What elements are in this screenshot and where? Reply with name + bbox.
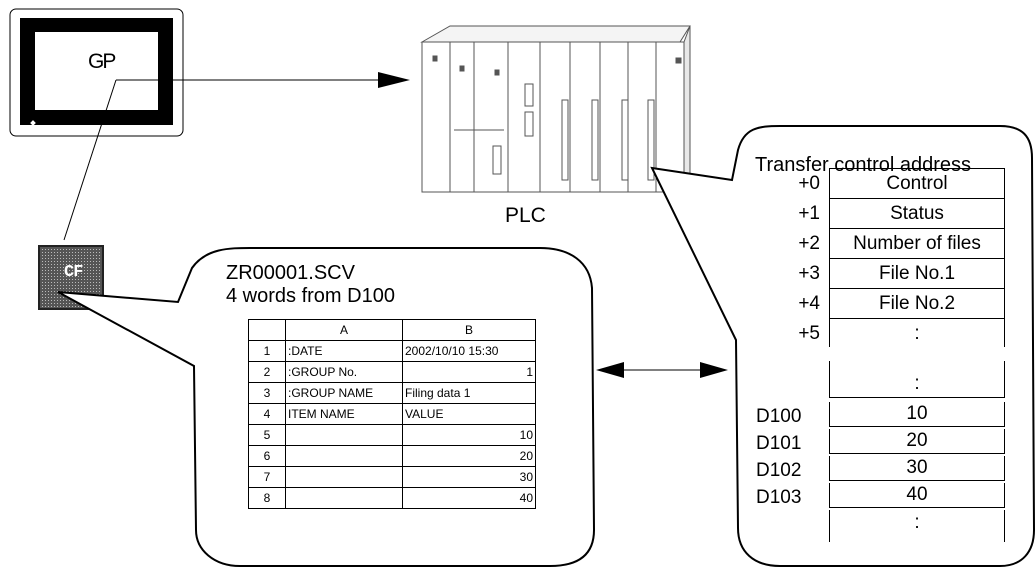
data-value-cell: 40 — [829, 483, 1005, 508]
cell-a — [285, 424, 403, 446]
cell-a — [285, 466, 403, 488]
table-row: 4 ITEM NAME VALUE — [248, 403, 536, 425]
cell-b: 40 — [402, 487, 536, 509]
row-number: 3 — [248, 382, 286, 404]
cell-b: 20 — [402, 445, 536, 467]
table-row: 3 :GROUP NAME Filing data 1 — [248, 382, 536, 404]
row-number: 1 — [248, 340, 286, 362]
table-row: 2 :GROUP No. 1 — [248, 361, 536, 383]
control-cell: Control — [829, 168, 1005, 198]
cell-b: VALUE — [402, 403, 536, 425]
cell-a — [285, 487, 403, 509]
data-value-cell: 20 — [829, 429, 1005, 454]
address-offset: +4 — [798, 293, 820, 314]
data-address: D102 — [756, 460, 802, 481]
continuation-cell: : — [829, 318, 1005, 347]
cell-a: :GROUP NAME — [285, 382, 403, 404]
data-address: D103 — [756, 487, 802, 508]
cell-b: 30 — [402, 466, 536, 488]
row-number: 5 — [248, 424, 286, 446]
cell-b: Filing data 1 — [402, 382, 536, 404]
cell-b: 2002/10/10 15:30 — [402, 340, 536, 362]
file-subtitle: 4 words from D100 — [226, 285, 395, 307]
spreadsheet-table: A B 1 :DATE 2002/10/10 15:30 2 :GROUP No… — [248, 319, 536, 509]
file-name: ZR00001.SCV — [226, 262, 355, 284]
cf-label: CF — [64, 263, 83, 282]
address-offset: +2 — [798, 233, 820, 254]
data-address: D101 — [756, 433, 802, 454]
cell-a: :DATE — [285, 340, 403, 362]
cell-b: 1 — [402, 361, 536, 383]
table-row: 8 40 — [248, 487, 536, 509]
file-no1-cell: File No.1 — [829, 258, 1005, 288]
address-offset: +1 — [798, 203, 820, 224]
table-row: 7 30 — [248, 466, 536, 488]
header-cell — [248, 319, 286, 341]
row-number: 6 — [248, 445, 286, 467]
plc-rack-icon — [420, 25, 691, 193]
header-cell: B — [402, 319, 536, 341]
transfer-control-title: Transfer control address — [755, 154, 972, 176]
end-continuation-cell: : — [829, 510, 1005, 542]
transfer-callout-bubble — [650, 125, 1036, 567]
cell-a — [285, 445, 403, 467]
spreadsheet-header-row: A B — [248, 319, 536, 341]
file-no2-cell: File No.2 — [829, 288, 1005, 318]
address-offset: +5 — [798, 323, 820, 344]
gp-terminal — [9, 8, 184, 137]
number-of-files-cell: Number of files — [829, 228, 1005, 258]
address-offset: +0 — [798, 173, 820, 194]
cell-a: ITEM NAME — [285, 403, 403, 425]
data-value-cell: 30 — [829, 456, 1005, 481]
row-number: 2 — [248, 361, 286, 383]
gap-cell: : — [829, 361, 1005, 398]
gp-label: GP — [88, 50, 116, 73]
address-offset: +3 — [798, 263, 820, 284]
gp-to-cf-line — [63, 79, 117, 241]
row-number: 7 — [248, 466, 286, 488]
plc-label: PLC — [505, 204, 546, 227]
status-cell: Status — [829, 198, 1005, 228]
row-number: 8 — [248, 487, 286, 509]
file-title: ZR00001.SCV 4 words from D100 — [226, 262, 395, 308]
data-value-cell: 10 — [829, 402, 1005, 427]
cell-b: 10 — [402, 424, 536, 446]
data-address: D100 — [756, 406, 802, 427]
cell-a: :GROUP No. — [285, 361, 403, 383]
header-cell: A — [285, 319, 403, 341]
row-number: 4 — [248, 403, 286, 425]
table-row: 6 20 — [248, 445, 536, 467]
table-row: 5 10 — [248, 424, 536, 446]
table-row: 1 :DATE 2002/10/10 15:30 — [248, 340, 536, 362]
